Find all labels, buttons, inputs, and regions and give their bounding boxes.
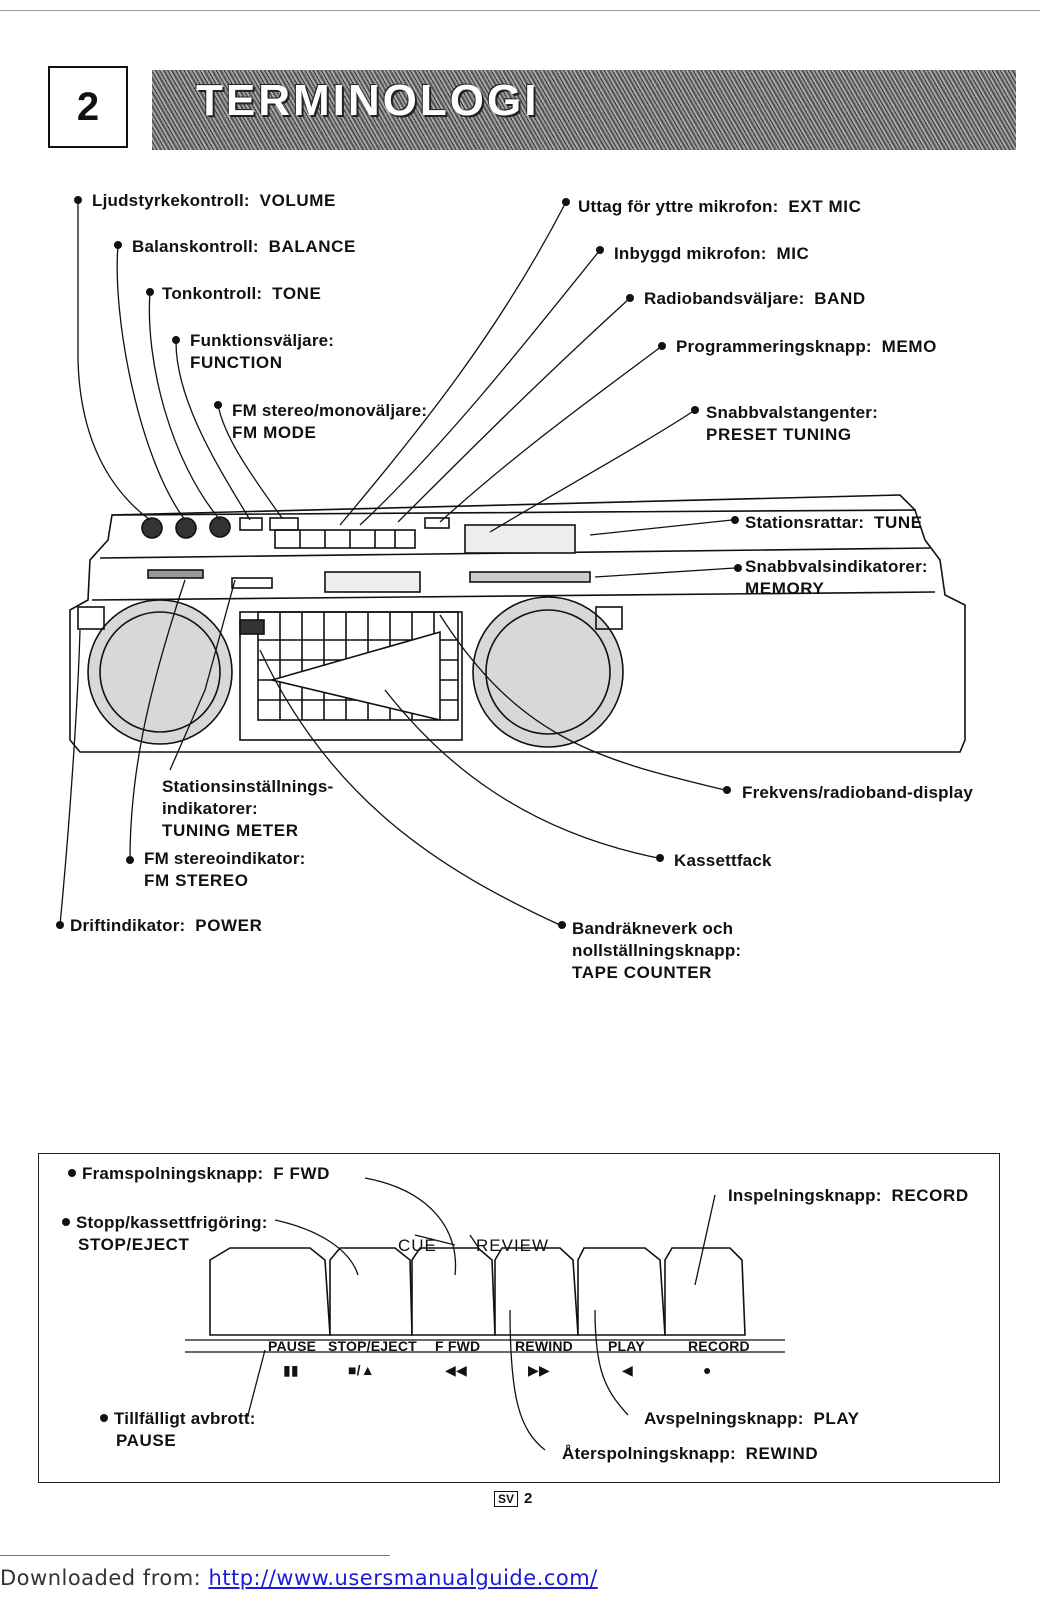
- callout-function: Funktionsväljare: FUNCTION: [190, 331, 335, 372]
- footer-rule: [0, 1555, 390, 1556]
- bullet-icon: [100, 1413, 108, 1422]
- callout-fm-mode: FM stereo/monoväljare: FM MODE: [232, 401, 428, 442]
- key-label-rewind: REWIND: [515, 1338, 573, 1354]
- key-label-stop-eject: STOP/EJECT: [328, 1338, 417, 1354]
- callout-power: Driftindikator: POWER: [70, 916, 263, 935]
- callout-play: Avspelningsknapp: PLAY: [644, 1409, 860, 1428]
- callout-balance: Balanskontroll: BALANCE: [132, 237, 356, 256]
- callout-ffwd: Framspolningsknapp: F FWD: [68, 1163, 330, 1185]
- callout-tune: Stationsrattar: TUNE: [745, 513, 923, 532]
- cue-label: CUE: [398, 1236, 437, 1255]
- callout-cassette-compartment: Kassettfack: [674, 851, 772, 870]
- callout-mic: Inbyggd mikrofon: MIC: [614, 244, 810, 263]
- callout-memo: Programmeringsknapp: MEMO: [676, 337, 937, 356]
- bullet-icon: [62, 1217, 70, 1226]
- pause-icon: ▮▮: [283, 1362, 299, 1378]
- key-label-play: PLAY: [608, 1338, 645, 1354]
- section-title-bar: [152, 70, 1016, 150]
- language-badge: SV: [494, 1491, 519, 1507]
- tape-keys-diagram: [185, 1177, 785, 1451]
- bullet-icon: [68, 1168, 76, 1177]
- callout-volume: Ljudstyrkekontroll: VOLUME: [92, 191, 336, 210]
- callout-tuning-meter: Stationsinställnings- indikatorer: TUNIN…: [162, 777, 334, 840]
- boombox-diagram: [56, 196, 966, 929]
- callout-record: Inspelningsknapp: RECORD: [728, 1186, 969, 1205]
- callout-tape-counter: Bandräkneverk och nollställningsknapp: T…: [572, 919, 742, 982]
- stop-eject-icon: ■/▲: [348, 1362, 375, 1378]
- top-rule: [0, 10, 1040, 11]
- play-icon: ◀: [622, 1362, 633, 1378]
- callout-pause: Tillfälligt avbrott: PAUSE: [100, 1408, 256, 1452]
- record-icon: ●: [703, 1362, 712, 1378]
- callout-band: Radiobandsväljare: BAND: [644, 289, 866, 308]
- callout-memory: Snabbvalsindikatorer: MEMORY: [745, 557, 928, 598]
- section-number: 2: [48, 66, 128, 148]
- source-link[interactable]: http://www.usersmanualguide.com/: [208, 1566, 598, 1590]
- callout-stop-eject: Stopp/kassettfrigöring: STOP/EJECT: [62, 1212, 268, 1256]
- key-label-ffwd: F FWD: [435, 1338, 481, 1354]
- callout-rewind: Återspolningsknapp: REWIND: [562, 1444, 819, 1463]
- rewind-icon: ▶▶: [528, 1362, 550, 1378]
- callout-tone: Tonkontroll: TONE: [162, 284, 322, 303]
- key-label-pause: PAUSE: [268, 1338, 317, 1354]
- tape-button-panel: [38, 1153, 1000, 1483]
- callout-ext-mic: Uttag för yttre mikrofon: EXT MIC: [578, 197, 862, 216]
- callout-fm-stereo: FM stereoindikator: FM STEREO: [144, 849, 306, 890]
- key-label-record: RECORD: [688, 1338, 750, 1354]
- ffwd-icon: ◀◀: [445, 1362, 467, 1378]
- callout-frequency-display: Frekvens/radioband-display: [742, 783, 973, 802]
- section-title: TERMINOLOGI: [196, 76, 540, 125]
- callout-preset-tuning: Snabbvalstangenter: PRESET TUNING: [706, 403, 878, 444]
- review-label: REVIEW: [476, 1236, 550, 1255]
- download-footer: Downloaded from: http://www.usersmanualg…: [0, 1566, 598, 1590]
